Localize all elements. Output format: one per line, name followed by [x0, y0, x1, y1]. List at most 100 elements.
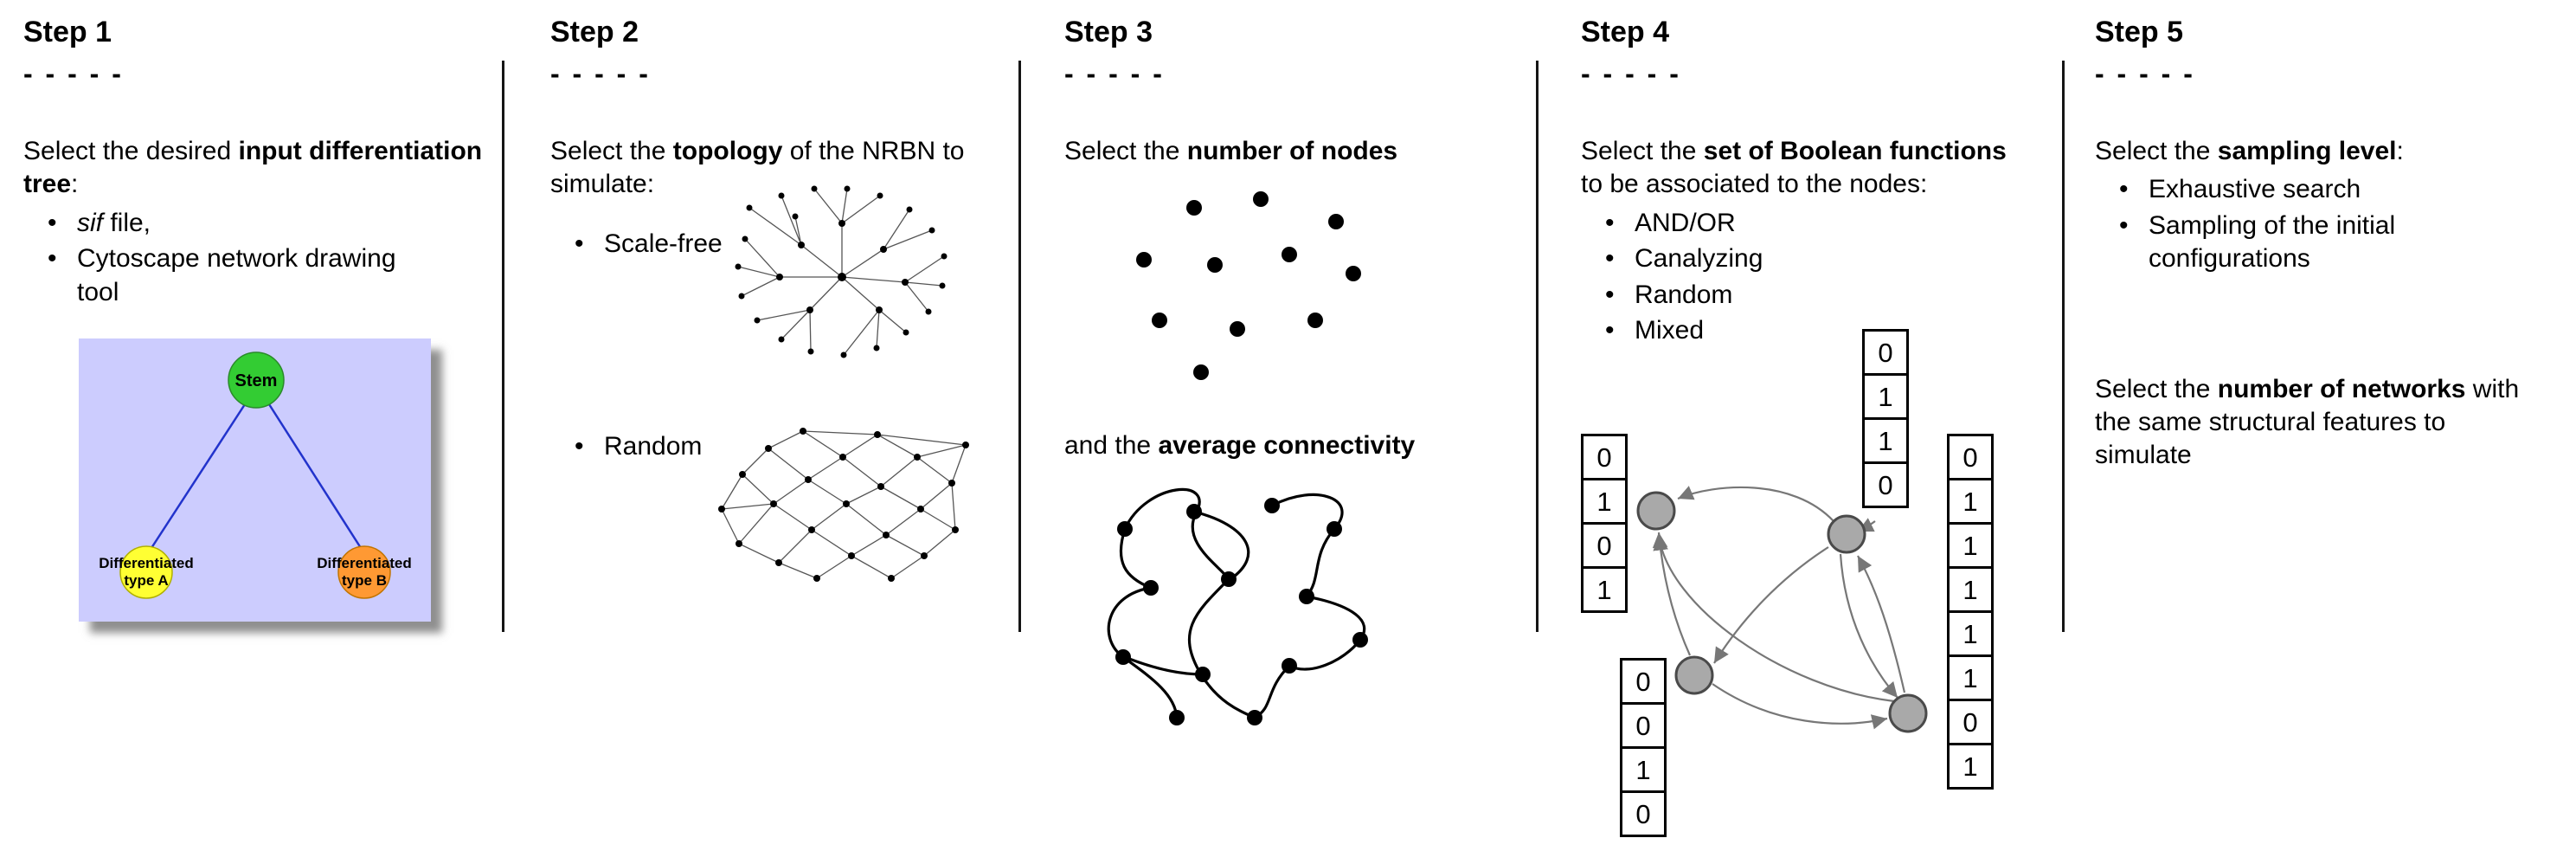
- bullet-item-random: Random: [550, 430, 1009, 464]
- truth-table-left: 0 1 0 1: [1581, 434, 1628, 613]
- truth-table-cell: 1: [1581, 478, 1628, 525]
- type-b-label-line1: Differentiated: [317, 555, 412, 571]
- intro-bold: sampling level: [2217, 137, 2397, 165]
- bullet-item: Mixed: [1581, 314, 2055, 348]
- step-2-bullet-list-2: Random: [550, 430, 1009, 464]
- step-4-bullet-list: AND/OR Canalyzing Random Mixed: [1581, 207, 2055, 348]
- intro-pre: Select the: [2095, 137, 2218, 165]
- random-network-figure: [718, 428, 969, 582]
- node-dots: [1136, 191, 1361, 381]
- step-5-column: Step 5 - - - - - Select the sampling lev…: [2095, 16, 2573, 473]
- scale-free-edges: [737, 188, 945, 356]
- bullet-text: file,: [103, 208, 151, 237]
- bullet-item-scale-free: Scale-free: [550, 228, 1009, 261]
- tree-edge-left: [150, 403, 247, 549]
- step-4-column: Step 4 - - - - - Select the set of Boole…: [1581, 16, 2055, 837]
- step-1-column: Step 1 - - - - - Select the desired inpu…: [23, 16, 495, 622]
- truth-table-cell: 0: [1620, 702, 1667, 749]
- stem-label: Stem: [235, 371, 278, 390]
- scale-free-nodes: [735, 185, 948, 358]
- type-b-node: [337, 545, 391, 599]
- boolean-network-nodes: [1636, 491, 1928, 733]
- connectivity-figure: [1107, 487, 1368, 725]
- bullet-item: AND/OR: [1581, 207, 2055, 241]
- step-3-second-text: and the average connectivity: [1064, 429, 1532, 462]
- boolean-network-svg: [1636, 486, 1928, 733]
- connection-arrows: [1652, 486, 1906, 730]
- truth-table-bottom-left: 0 0 1 0: [1620, 658, 1667, 837]
- step-5-title: Step 5: [2095, 16, 2184, 48]
- bullet-text: Canalyzing: [1635, 244, 1763, 274]
- intro-post: :: [2396, 137, 2404, 165]
- tree-edge-right: [267, 403, 363, 549]
- step-4-intro: Select the set of Boolean functions to b…: [1581, 135, 2035, 202]
- nodes-dots-figure: [1136, 191, 1361, 381]
- step-3-column: Step 3 - - - - - Select the number of no…: [1064, 16, 1532, 735]
- bullet-text: Mixed: [1635, 315, 1705, 345]
- bullet-text: Sampling of the initial configurations: [2149, 210, 2396, 274]
- bullet-item: Cytoscape network drawing tool: [23, 242, 397, 309]
- differentiation-tree-figure: Stem Differentiated type A Differentiate…: [79, 338, 431, 622]
- connectivity-curves: [1107, 487, 1366, 719]
- intro-pre: Select the: [550, 137, 673, 165]
- step-5-second-text: Select the number of networks with the s…: [2095, 373, 2532, 473]
- truth-table-cell: 0: [1620, 790, 1667, 837]
- step-2-bullet-list: Scale-free: [550, 228, 1009, 261]
- step-5-bullet-list: Exhaustive search Sampling of the initia…: [2095, 173, 2502, 275]
- stem-node: [228, 351, 285, 409]
- step-1-dashes: - - - - -: [23, 58, 124, 89]
- second-pre: Select the: [2095, 374, 2218, 403]
- column-divider-4: [2062, 61, 2065, 632]
- truth-table-cell: 1: [1947, 610, 1994, 657]
- random-network-edges: [721, 430, 967, 579]
- truth-table-cell: 0: [1862, 329, 1909, 376]
- step-1-bullet-list: sif file, Cytoscape network drawing tool: [23, 207, 397, 309]
- bullet-item: sif file,: [23, 207, 397, 241]
- type-a-label-line2: type A: [124, 572, 168, 589]
- step-3-dashes: - - - - -: [1064, 58, 1165, 89]
- intro-bold: topology: [672, 137, 783, 165]
- network-node-c: [1674, 655, 1714, 695]
- column-divider-2: [1018, 61, 1021, 632]
- network-node-a: [1636, 491, 1676, 531]
- intro-pre: Select the: [1064, 137, 1187, 165]
- step-1-intro: Select the desired input differentiation…: [23, 135, 495, 202]
- intro-post: of the NRBN to simulate:: [550, 137, 965, 199]
- truth-table-cell: 0: [1947, 434, 1994, 480]
- step-2-dashes: - - - - -: [550, 58, 651, 89]
- intro-pre: Select the desired: [23, 137, 239, 165]
- random-network-nodes: [718, 428, 969, 582]
- second-bold: number of networks: [2217, 374, 2466, 403]
- step-2-title: Step 2: [550, 16, 639, 48]
- type-a-node: [119, 545, 173, 599]
- truth-table-cell: 0: [1620, 658, 1667, 705]
- bullet-item: Canalyzing: [1581, 242, 2055, 276]
- network-node-d: [1888, 693, 1928, 733]
- bullet-text: Cytoscape network drawing tool: [77, 244, 396, 306]
- truth-table-cell: 1: [1947, 654, 1994, 701]
- bullet-text: Scale-free: [604, 229, 723, 258]
- bullet-item: Random: [1581, 279, 2055, 313]
- intro-pre: Select the: [1581, 137, 1704, 165]
- step-4-dashes: - - - - -: [1581, 58, 1681, 89]
- bullet-item: Exhaustive search: [2095, 173, 2502, 207]
- boolean-network-figure: 0 1 0 1 0 1 1 0 0 0 1 0 0 1 1 1: [1581, 320, 2055, 851]
- truth-table-cell: 1: [1620, 746, 1667, 793]
- truth-table-cell: 1: [1947, 566, 1994, 613]
- step-2-intro: Select the topology of the NRBN to simul…: [550, 135, 1000, 202]
- bullet-text: Random: [604, 432, 703, 461]
- step-1-title: Step 1: [23, 16, 112, 48]
- second-pre: and the: [1064, 431, 1159, 461]
- intro-bold: number of nodes: [1186, 137, 1398, 165]
- step-2-column: Step 2 - - - - - Select the topology of …: [550, 16, 1009, 582]
- truth-table-top: 0 1 1 0: [1862, 329, 1909, 508]
- intro-post: to be associated to the nodes:: [1581, 170, 1928, 199]
- truth-table-cell: 1: [1947, 478, 1994, 525]
- differentiation-tree-svg: Stem Differentiated type A Differentiate…: [79, 338, 431, 622]
- step-3-title: Step 3: [1064, 16, 1153, 48]
- truth-table-right: 0 1 1 1 1 1 0 1: [1947, 434, 1994, 790]
- truth-table-cell: 0: [1581, 434, 1628, 480]
- step-5-dashes: - - - - -: [2095, 58, 2195, 89]
- bullet-text: Random: [1635, 280, 1733, 309]
